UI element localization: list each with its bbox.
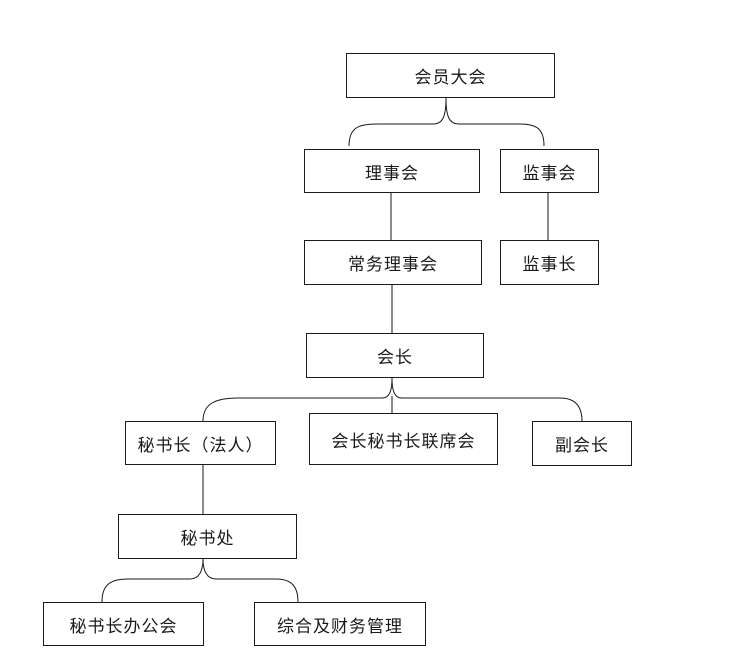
node-secretary-general: 秘书长（法人）: [125, 421, 276, 465]
node-president: 会长: [306, 333, 484, 378]
node-sg-office: 秘书长办公会: [43, 602, 204, 646]
node-secretariat: 秘书处: [118, 514, 297, 559]
brace-president: [202, 377, 583, 422]
brace-assembly: [348, 97, 545, 147]
node-supervisory-board: 监事会: [500, 149, 599, 193]
node-vice-president: 副会长: [532, 421, 632, 466]
node-joint-meeting: 会长秘书长联席会: [309, 413, 498, 465]
node-member-assembly: 会员大会: [346, 53, 555, 98]
node-admin-finance: 综合及财务管理: [254, 602, 426, 646]
node-chief-supervisor: 监事长: [500, 240, 599, 285]
node-council: 理事会: [304, 149, 480, 193]
brace-secretariat: [101, 558, 299, 603]
node-standing-council: 常务理事会: [304, 240, 482, 285]
